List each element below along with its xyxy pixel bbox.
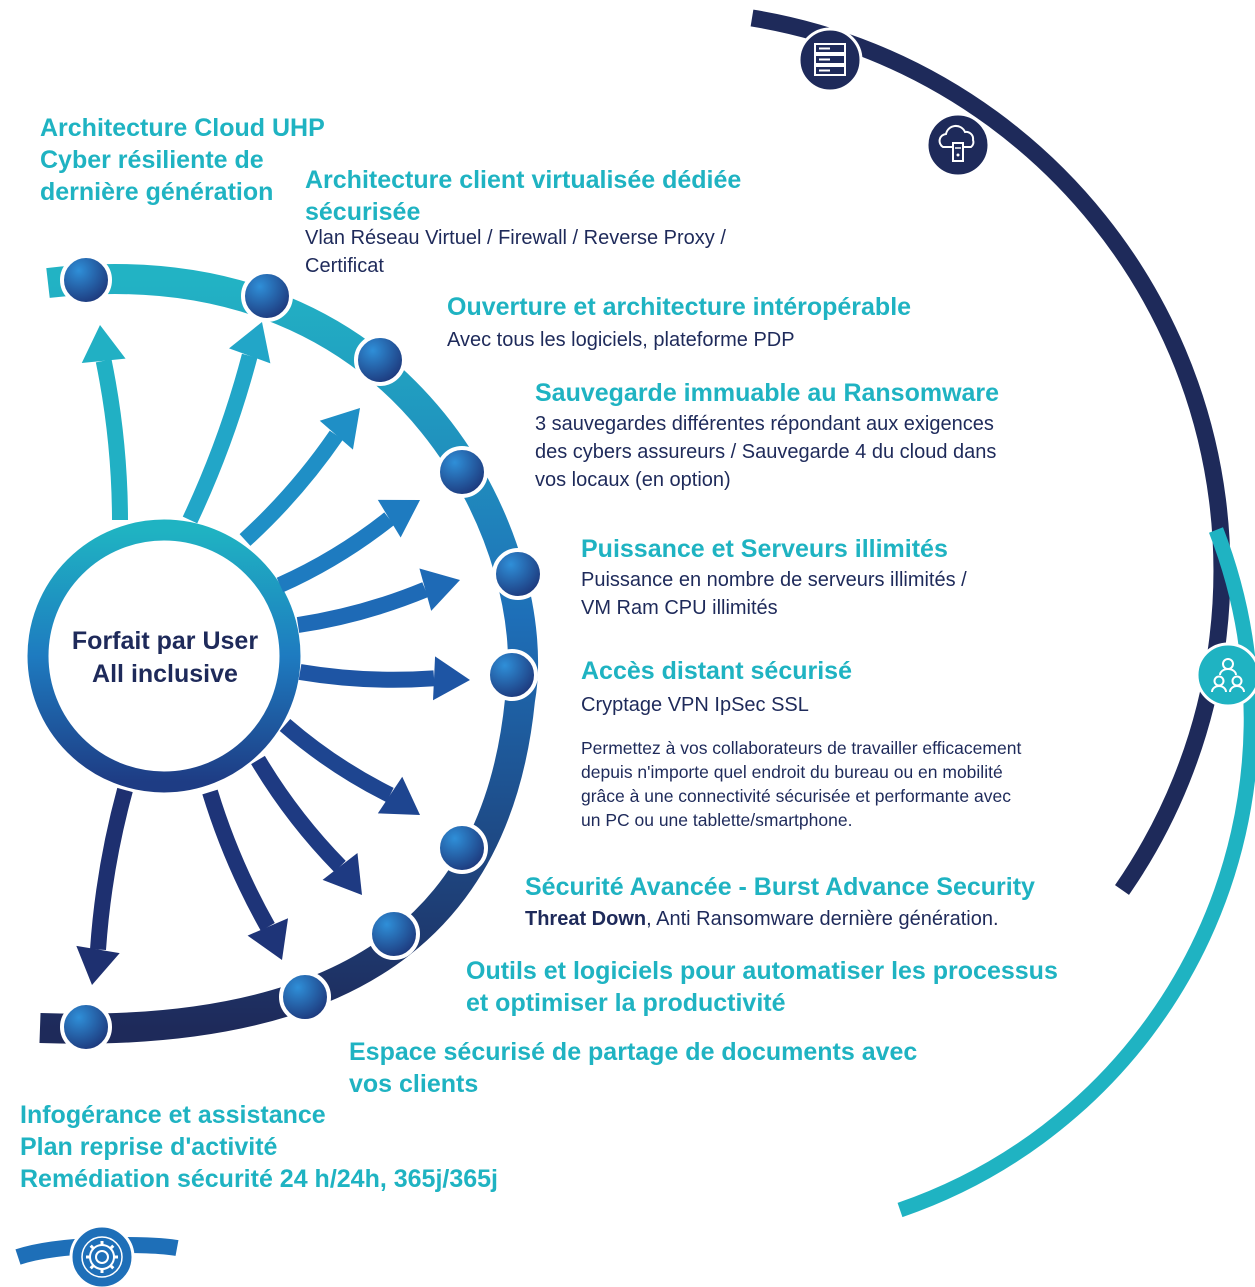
cloud-server-icon (925, 112, 991, 178)
desc-line: VM Ram CPU illimités (581, 597, 778, 619)
feature-remote-access-note: Permettez à vos collaborateurs de travai… (581, 736, 1021, 832)
title-line: Sauvegarde immuable au Ransomware (535, 379, 1000, 407)
note-line: Permettez à vos collaborateurs de travai… (581, 738, 1022, 758)
note-line: grâce à une connectivité sécurisée et pe… (581, 786, 1011, 806)
title-line: Ouverture et architecture intéropérable (447, 293, 912, 321)
arrow-shaft (202, 789, 275, 931)
arrow-head (319, 408, 360, 450)
feature-remote-access-desc: Cryptage VPN IpSec SSL (581, 691, 809, 719)
outer-teal-arc (897, 527, 1255, 1218)
note-line: un PC ou une tablette/smartphone. (581, 810, 853, 830)
arc-node (436, 446, 488, 498)
arc-node (354, 334, 406, 386)
arc-node (279, 971, 331, 1023)
arrow-shaft (276, 512, 395, 593)
feature-power-desc: Puissance en nombre de serveurs illimité… (581, 566, 967, 622)
title-line: Architecture client virtualisée dédiée (305, 166, 742, 194)
desc-line: Cryptage VPN IpSec SSL (581, 694, 809, 716)
feature-client-architecture-title: Architecture client virtualisée dédiée s… (305, 164, 741, 228)
arc-node (368, 908, 420, 960)
nodes-group (60, 254, 544, 1053)
feature-remote-access-title: Accès distant sécurisé (581, 655, 852, 687)
desc-line: Puissance en nombre de serveurs illimité… (581, 569, 967, 591)
arrow-head (76, 945, 120, 985)
feature-managed-services-title: Infogérance et assistance Plan reprise d… (20, 1099, 498, 1195)
arrow-shaft (90, 787, 133, 951)
arc-node (60, 254, 112, 306)
feature-interop-desc: Avec tous les logiciels, plateforme PDP (447, 326, 795, 354)
title-line: Sécurité Avancée - Burst Advance Securit… (525, 873, 1035, 901)
title-line: et optimiser la productivité (466, 989, 786, 1017)
desc-line: des cybers assureurs / Sauvegarde 4 du c… (535, 441, 997, 463)
arrow-shaft (279, 718, 394, 803)
desc-line: Avec tous les logiciels, plateforme PDP (447, 329, 795, 351)
arc-node (492, 548, 544, 600)
title-line: sécurisée (305, 198, 421, 226)
title-line: Outils et logiciels pour automatiser les… (466, 957, 1058, 985)
outer-navy-arc (750, 9, 1231, 895)
title-line: Plan reprise d'activité (20, 1133, 278, 1161)
arrow-head (419, 568, 460, 611)
feature-power-title: Puissance et Serveurs illimités (581, 533, 948, 565)
arrow-head (377, 776, 420, 815)
desc-line: Certificat (305, 255, 384, 277)
feature-client-architecture-desc: Vlan Réseau Virtuel / Firewall / Reverse… (305, 224, 726, 280)
desc-rest: , Anti Ransomware dernière génération. (646, 908, 999, 930)
center-label: Forfait par User All inclusive (40, 625, 290, 691)
arrow-shaft (251, 755, 346, 873)
arrow-shaft (95, 359, 128, 521)
title-line: dernière génération (40, 178, 274, 206)
desc-line: vos locaux (en option) (535, 469, 731, 491)
title-line: Puissance et Serveurs illimités (581, 535, 948, 563)
feature-cloud-architecture-title: Architecture Cloud UHP Cyber résiliente … (40, 112, 325, 208)
server-rack-icon (797, 27, 863, 93)
feature-backup-title: Sauvegarde immuable au Ransomware (535, 377, 999, 409)
settings-gear-icon (69, 1224, 135, 1287)
desc-line: 3 sauvegardes différentes répondant aux … (535, 413, 994, 435)
title-line: Accès distant sécurisé (581, 657, 852, 685)
desc-bold: Threat Down (525, 908, 647, 930)
title-line: Espace sécurisé de partage de documents … (349, 1038, 918, 1066)
arrow-shaft (296, 582, 429, 633)
arrow-head (247, 918, 289, 960)
desc-line: Vlan Réseau Virtuel / Firewall / Reverse… (305, 227, 726, 249)
arrow-shaft (239, 430, 343, 546)
title-line: Infogérance et assistance (20, 1101, 326, 1129)
arc-node (486, 649, 538, 701)
team-users-icon (1195, 642, 1255, 708)
arc-node (60, 1001, 112, 1053)
title-line: Remédiation sécurité 24 h/24h, 365j/365j (20, 1165, 499, 1193)
arrow-head (322, 853, 362, 895)
title-line: Cyber résiliente de (40, 146, 264, 174)
feature-backup-desc: 3 sauvegardes différentes répondant aux … (535, 410, 996, 494)
feature-advanced-security-title: Sécurité Avancée - Burst Advance Securit… (525, 871, 1035, 903)
center-ring (27, 519, 301, 793)
feature-advanced-security-desc: Threat Down, Anti Ransomware dernière gé… (525, 905, 999, 933)
arrow-shaft (298, 664, 435, 688)
note-line: depuis n'importe quel endroit du bureau … (581, 762, 1003, 782)
arrow-shaft (182, 353, 258, 524)
feature-automation-title: Outils et logiciels pour automatiser les… (466, 955, 1058, 1019)
feature-interop-title: Ouverture et architecture intéropérable (447, 291, 911, 323)
arrows-group (76, 322, 470, 985)
arc-node (436, 822, 488, 874)
title-line: Architecture Cloud UHP (40, 114, 325, 142)
center-label-line1: Forfait par User (71, 627, 259, 655)
arrow-head (377, 499, 420, 538)
feature-document-sharing-title: Espace sécurisé de partage de documents … (349, 1036, 917, 1100)
title-line: vos clients (349, 1070, 479, 1098)
center-label-line2: All inclusive (92, 660, 238, 688)
arrow-head (81, 325, 126, 364)
arrow-head (433, 656, 470, 701)
arc-node (241, 270, 293, 322)
arrow-head (229, 322, 271, 364)
